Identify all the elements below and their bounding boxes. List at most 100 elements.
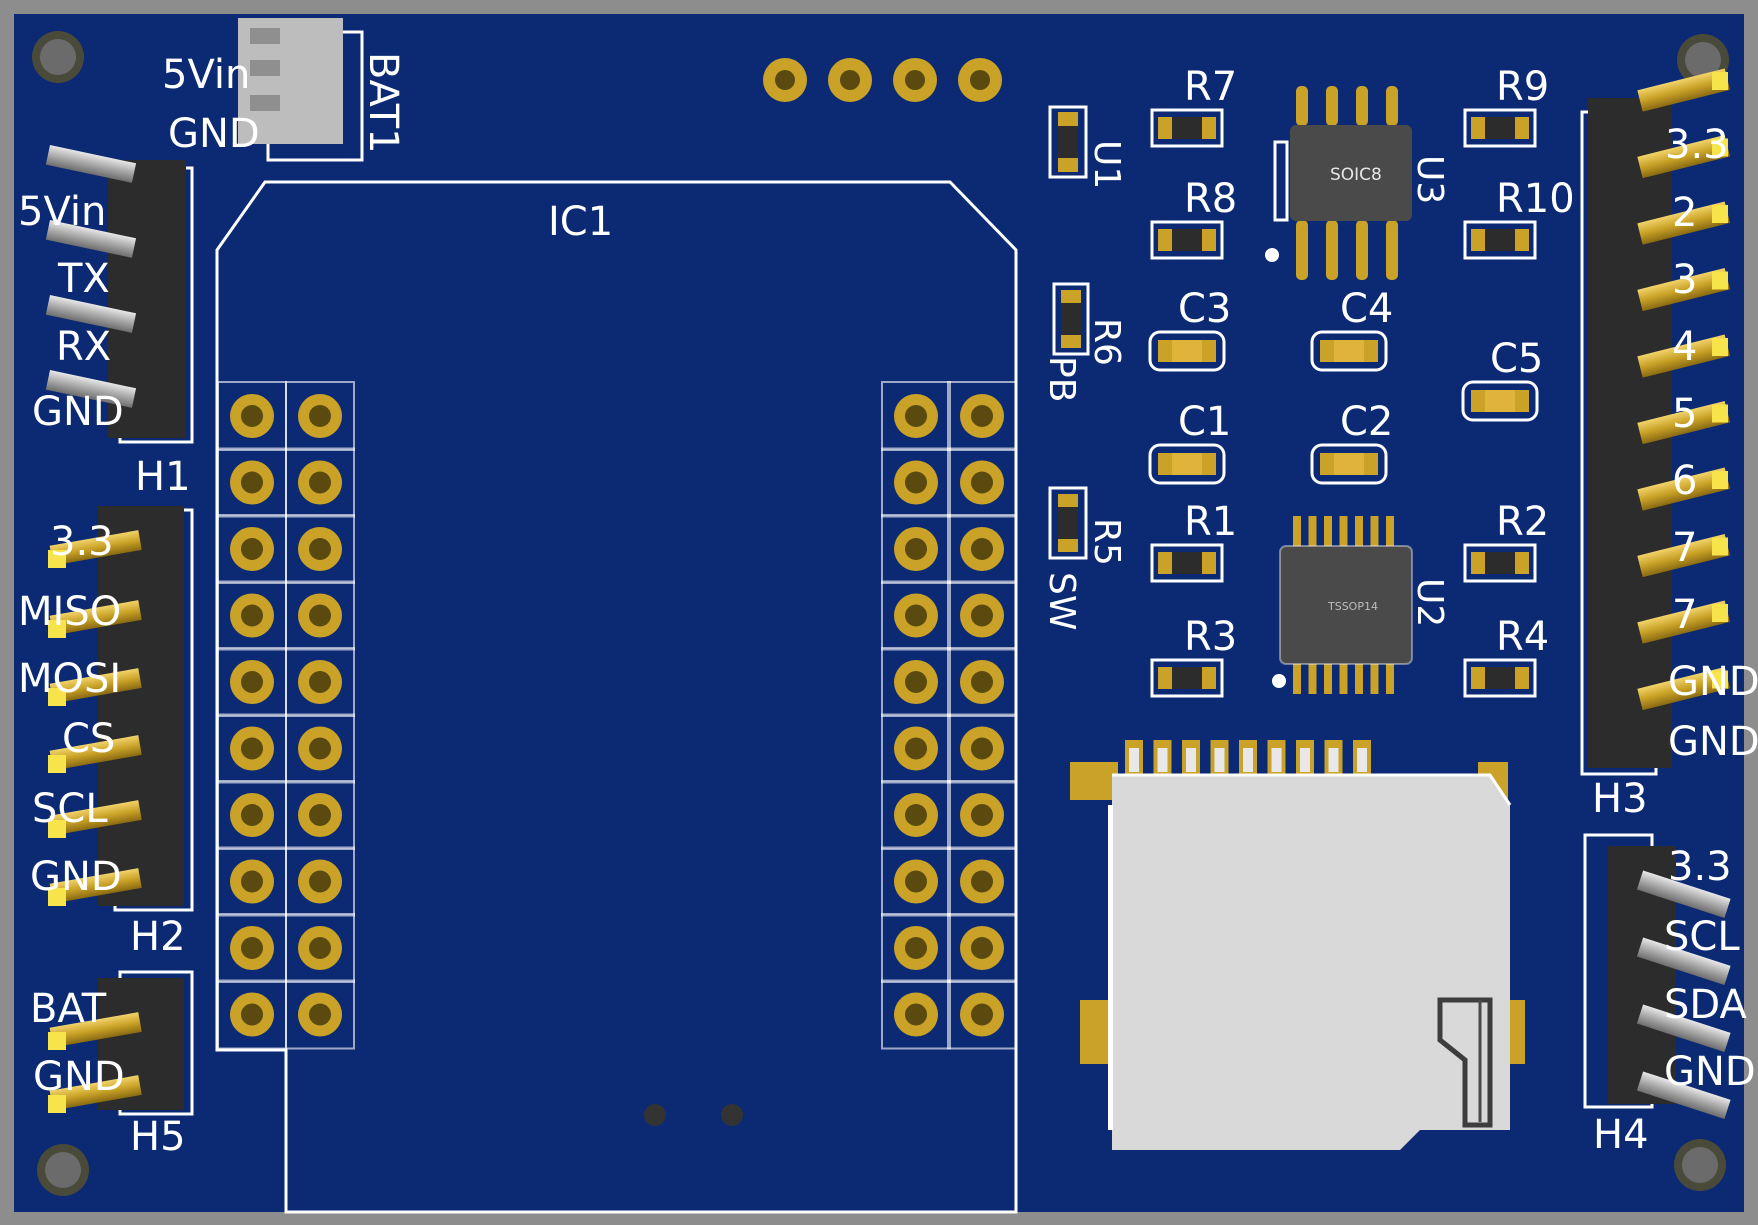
pin-tip [1712,537,1728,556]
pb-label: PB [1041,356,1082,402]
h5-pin-1-label: BAT [30,986,107,1032]
ic-lead [1370,662,1379,694]
header-pin [49,800,142,836]
c5-part: C5 [1461,336,1543,422]
ic-lead [1370,516,1379,548]
header-pin [1637,268,1730,312]
ic-lead [1326,220,1338,280]
ic-lead [1386,662,1394,694]
c3-part: C3 [1148,286,1231,372]
pad-hole [241,870,263,893]
ic1-right-header [881,381,1017,1050]
pad-hole [971,1003,993,1026]
header-pin [1636,1004,1731,1052]
pad-hole [905,405,927,427]
pad-hole [309,870,331,893]
h3-pin-5-label: 5 [1672,391,1697,437]
h1-header: 5Vin TX RX GND H1 [18,145,194,500]
bat1-connector: 5Vin GND BAT1 [162,18,406,162]
c2-designator: C2 [1340,399,1393,445]
r1-part: R1 [1150,499,1237,583]
r2-designator: R2 [1496,499,1549,545]
h1-pin-3-label: RX [56,324,111,370]
c4-part: C4 [1310,286,1393,372]
header-pin [49,735,142,771]
h4-pin-3-label: SDA [1664,982,1747,1028]
bat1-gnd-label: GND [168,111,260,157]
pad-hole [309,405,331,427]
pad-outline [947,979,1017,1050]
u3-designator: U3 [1409,155,1450,204]
ic-lead [1324,516,1332,548]
header-pin [49,1075,142,1111]
pad-hole [905,937,927,959]
r10-designator: R10 [1496,176,1575,222]
pad-hole [971,671,993,693]
pad-hole [971,471,993,494]
sd-contact-inner [1186,748,1196,772]
ic-lead [1308,516,1317,548]
ic-lead [1356,220,1368,280]
h1-pin-2-label: TX [57,256,110,302]
r6-part: R6 PB [1041,282,1127,402]
c5-designator: C5 [1490,336,1543,382]
pad-hole [241,538,263,560]
h4-designator: H4 [1593,1112,1649,1158]
soic8-marking: SOIC8 [1330,165,1382,185]
header-pin [1637,334,1730,378]
c1-part: C1 [1148,399,1231,485]
r7-designator: R7 [1184,64,1237,110]
r1-designator: R1 [1184,499,1237,545]
header-pin [1637,600,1730,644]
r3-part: R3 [1150,614,1237,698]
pin-tip [1712,271,1728,290]
header-pin [1637,201,1730,245]
h4-pin-4-label: GND [1664,1049,1756,1095]
header-pin [49,600,142,636]
header-pin [49,530,142,566]
header-pin [1637,401,1730,445]
h2-pin-5-label: SCL [32,786,108,832]
h2-designator: H2 [130,914,186,960]
h3-pin-2-label: 2 [1672,190,1697,236]
sd-contact-inner [1243,748,1253,772]
pin-tip [48,820,66,838]
pin-tip [48,550,66,568]
r3-designator: R3 [1184,614,1237,660]
pad-hole [971,804,993,826]
pad-hole [971,937,993,959]
pad-hole [905,471,927,494]
u1-part: U1 [1048,105,1127,189]
header-pin [1637,467,1730,511]
header-pin [1637,534,1730,578]
pad-hole [241,471,263,494]
h4-pin-1-label: 3.3 [1668,844,1732,890]
r6-designator: R6 [1086,318,1127,366]
u3-soic8: SOIC8 U3 [1265,86,1450,280]
sd-contact-inner [1214,748,1225,772]
pin-tip [48,1032,66,1050]
h4-pin-2-label: SCL [1664,914,1740,960]
pad-hole [241,405,263,427]
header-pin [1636,937,1731,985]
h2-header: 3.3 MISO MOSI CS SCL GND H2 [18,506,194,960]
pad-hole [971,405,993,427]
ic1-designator: IC1 [548,199,613,245]
h3-pin-1-label: 3.3 [1665,122,1729,168]
ic-lead [1339,516,1348,548]
pin-tip [1712,471,1728,489]
h4-header: 3.3 SCL SDA GND H4 [1583,833,1756,1158]
header-pin [1636,1071,1731,1119]
u2-designator: U2 [1409,578,1450,627]
sw-label: SW [1041,572,1082,630]
h1-designator: H1 [135,454,191,500]
pin-tip [1712,604,1728,622]
ic1-module: IC1 [215,180,1018,1214]
h2-pin-2-label: MISO [18,589,121,635]
pin-tip [1712,205,1728,223]
pin-tip [1712,72,1728,90]
pad-hole [241,937,263,959]
header-pin [49,1012,142,1048]
ic-lead [1296,86,1308,126]
pad-hole [241,804,263,826]
